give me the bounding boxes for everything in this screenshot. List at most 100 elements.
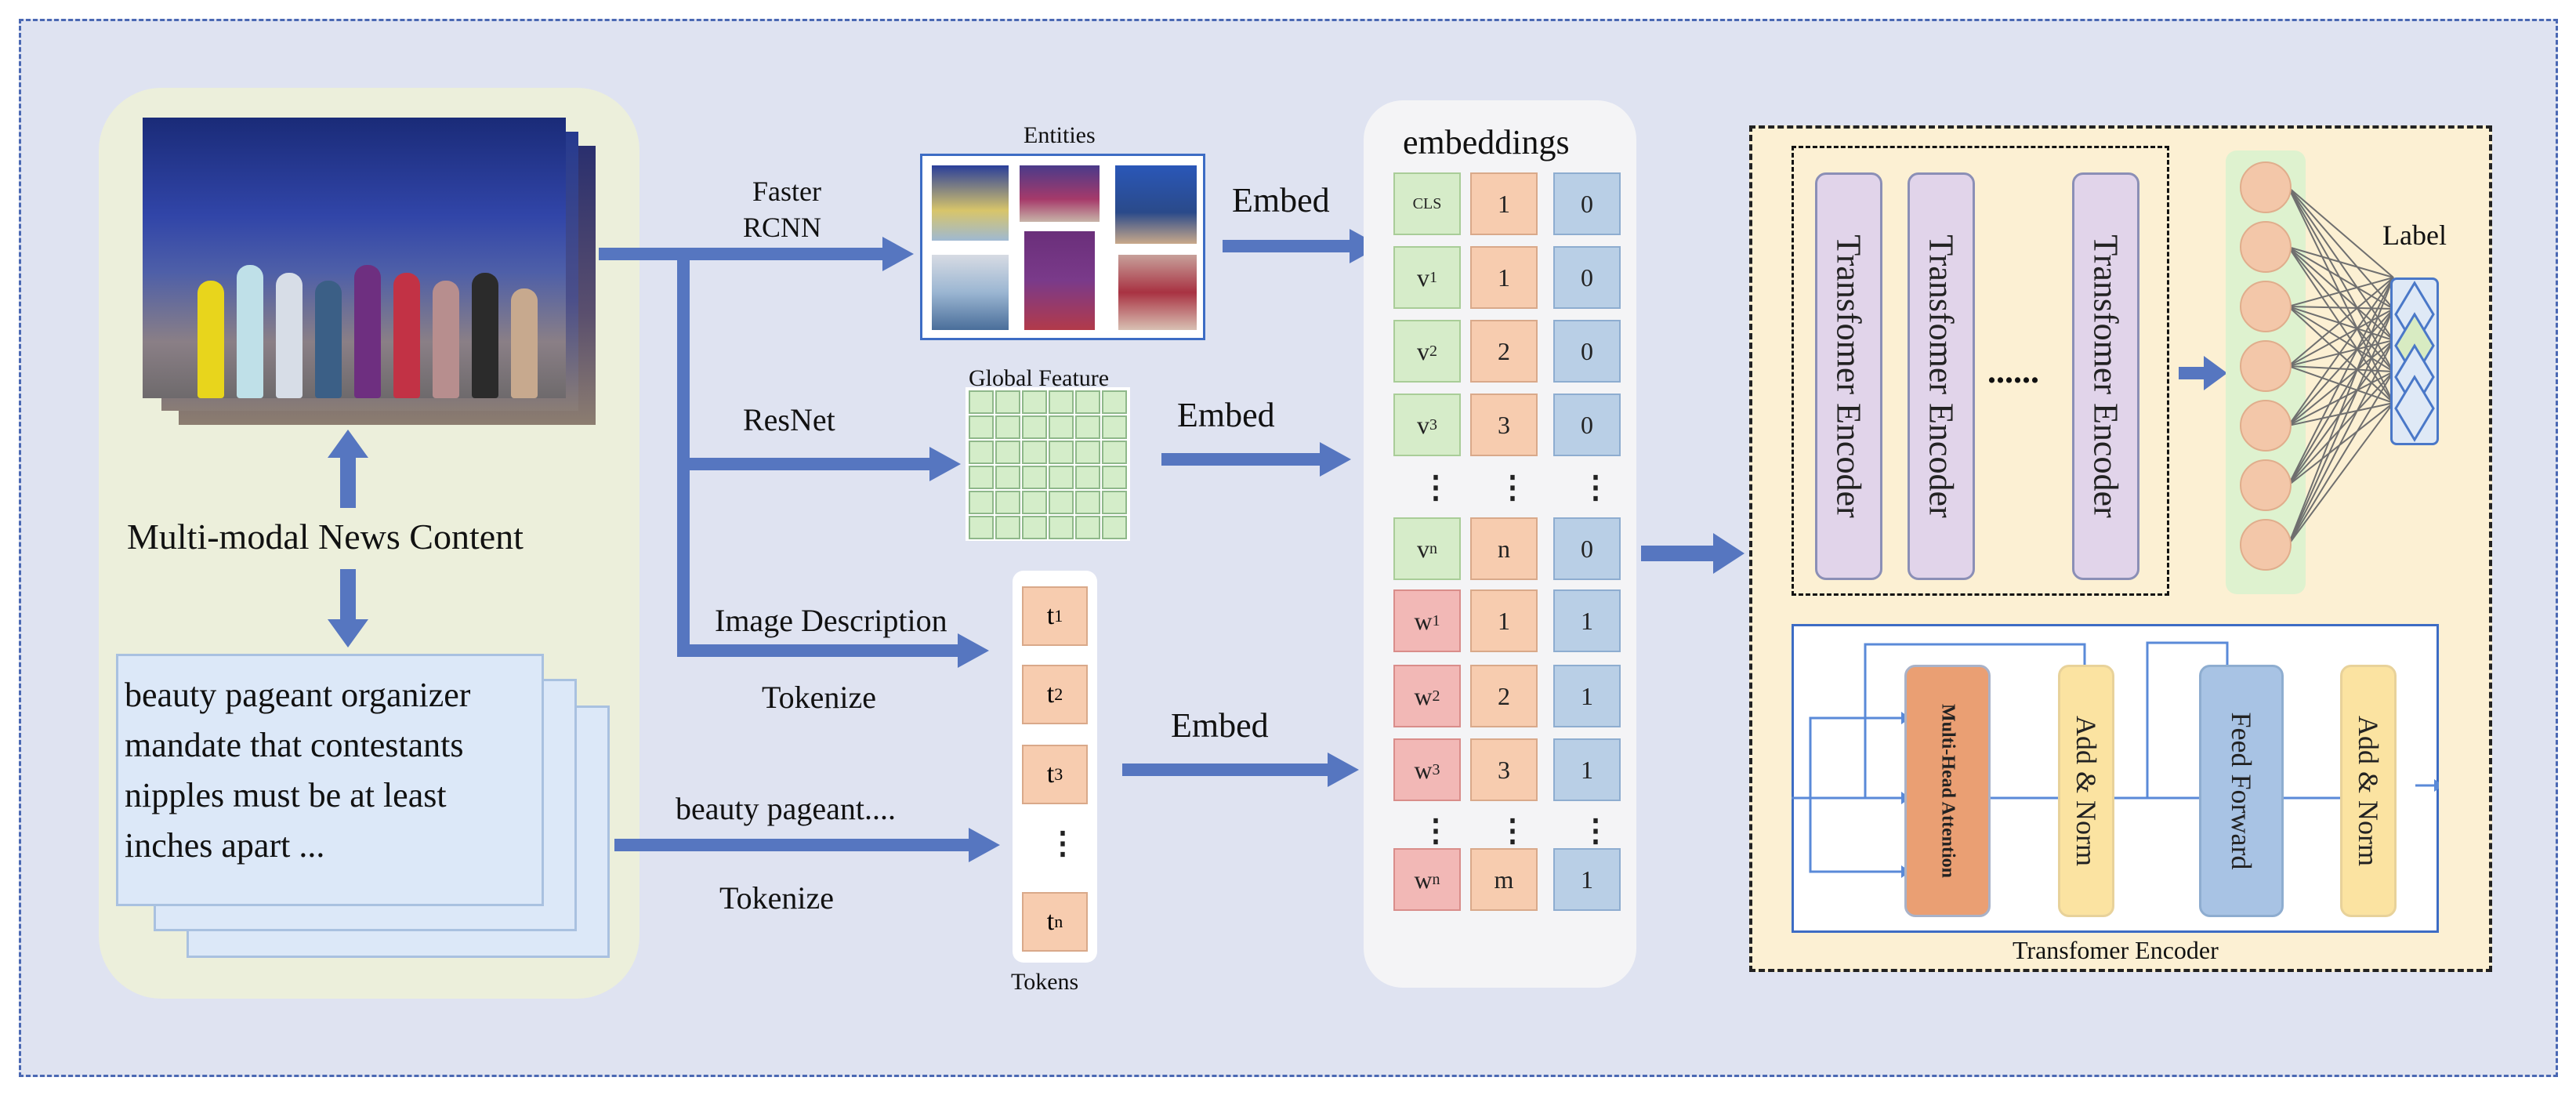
- feature-cell: [1022, 415, 1047, 439]
- classifier-connections: [2288, 187, 2394, 546]
- double-arrow-up-icon: [328, 430, 368, 508]
- arrowhead-resnet-icon: [929, 447, 961, 481]
- entity-crop: [1024, 231, 1095, 330]
- embeddings-to-encoder-arrow: [1641, 546, 1719, 561]
- feature-cell: [1075, 491, 1100, 514]
- label-output-box: [2390, 277, 2439, 445]
- entity-crop: [1020, 165, 1100, 222]
- news-text-line: mandate that contestants: [125, 726, 464, 764]
- embed-arrow-entities: [1223, 240, 1356, 252]
- news-text-line: inches apart ...: [125, 826, 325, 865]
- branch-trunk-vertical: [677, 248, 690, 655]
- neuron-node: [2240, 400, 2292, 452]
- position-embedding-cell: m: [1470, 848, 1538, 911]
- position-embedding-cell: 2: [1470, 320, 1538, 383]
- neuron-node: [2240, 519, 2292, 571]
- diamond-pattern-icon: [2394, 281, 2435, 442]
- encoder-detail-connections: [1792, 641, 2439, 878]
- encoder-label: Transfomer Encoder: [1829, 234, 1868, 518]
- block-label: Add & Norm: [2071, 716, 2102, 866]
- feature-cell: [1102, 466, 1127, 489]
- arrowhead-text-icon: [969, 828, 1000, 862]
- embeddings-title: embeddings: [1403, 123, 1570, 161]
- tokens-label: Tokens: [1011, 969, 1079, 995]
- feature-cell: [1049, 441, 1074, 464]
- tokenize-label-1: Tokenize: [762, 680, 877, 715]
- multimodal-title: Multi-modal News Content: [127, 517, 524, 557]
- output-label: Label: [2382, 219, 2447, 251]
- feature-cell: [1102, 441, 1127, 464]
- position-embedding-cell: 1: [1470, 589, 1538, 652]
- block-label: Feed Forward: [2226, 712, 2257, 870]
- embed-arrow-tokens: [1122, 763, 1332, 776]
- news-text-line: beauty pageant organizer: [125, 676, 471, 714]
- feature-cell: [1075, 441, 1100, 464]
- news-image: [143, 118, 566, 398]
- position-embedding-cell: n: [1470, 517, 1538, 580]
- text-snippet-label: beauty pageant....: [676, 791, 896, 826]
- encoder-label: Transfomer Encoder: [1922, 234, 1961, 518]
- feature-cell: [1022, 390, 1047, 414]
- branch-image-description: [677, 644, 959, 657]
- encoder-detail-box: [1792, 624, 2439, 933]
- token-ellipsis: ⋮: [1047, 825, 1078, 861]
- neuron-node: [2240, 340, 2292, 392]
- feature-cell: [969, 390, 994, 414]
- feature-cell: [969, 491, 994, 514]
- branch-trunk-horizontal: [599, 248, 897, 260]
- segment-embedding-cell: 0: [1553, 320, 1621, 383]
- embedding-ellipsis: ⋮: [1497, 813, 1528, 848]
- feature-cell: [969, 441, 994, 464]
- position-embedding-cell: 3: [1470, 738, 1538, 801]
- feature-cell: [995, 516, 1020, 539]
- feature-cell: [969, 415, 994, 439]
- add-norm-block-1: Add & Norm: [2058, 665, 2114, 917]
- block-label: Multi-Head Attention: [1937, 704, 1958, 878]
- feature-cell: [1022, 491, 1047, 514]
- global-feature-title: Global Feature: [969, 365, 1110, 391]
- feature-cell: [1075, 516, 1100, 539]
- embed-arrow-global: [1161, 453, 1324, 466]
- encoder-label: Transfomer Encoder: [2086, 234, 2125, 518]
- feed-forward-block: Feed Forward: [2199, 665, 2284, 917]
- news-text-line: nipples must be at least: [125, 776, 447, 814]
- entities-title: Entities: [1024, 122, 1096, 148]
- arrowhead-classifier-icon: [2204, 356, 2227, 390]
- feature-cell: [1102, 491, 1127, 514]
- segment-embedding-cell: 0: [1553, 246, 1621, 309]
- entity-crop: [1115, 165, 1197, 244]
- feature-cell: [1022, 441, 1047, 464]
- branch-resnet: [677, 458, 936, 470]
- feature-cell: [1022, 466, 1047, 489]
- segment-embedding-cell: 1: [1553, 848, 1621, 911]
- feature-cell: [969, 516, 994, 539]
- entities-box: [920, 154, 1205, 340]
- entity-crop: [932, 255, 1009, 330]
- position-embedding-cell: 2: [1470, 665, 1538, 727]
- encoder-stack: [1792, 146, 2169, 596]
- arrowhead-rcnn-icon: [882, 237, 914, 271]
- multi-head-attention-block: Multi-Head Attention: [1904, 665, 1991, 917]
- arrowhead-embed-icon: [1320, 442, 1351, 477]
- feature-cell: [995, 491, 1020, 514]
- tokenize-label-2: Tokenize: [719, 880, 835, 916]
- feature-cell: [1075, 390, 1100, 414]
- transformer-encoder-block: Transfomer Encoder: [2072, 172, 2139, 580]
- arrowhead-encoder-icon: [1713, 533, 1745, 574]
- feature-cell: [969, 466, 994, 489]
- arrowhead-description-icon: [958, 633, 989, 668]
- feature-cell: [1049, 491, 1074, 514]
- segment-embedding-cell: 0: [1553, 394, 1621, 456]
- image-description-label: Image Description: [715, 603, 947, 638]
- segment-embedding-cell: 1: [1553, 738, 1621, 801]
- feature-cell: [1075, 415, 1100, 439]
- feature-cell: [1049, 516, 1074, 539]
- feature-cell: [995, 441, 1020, 464]
